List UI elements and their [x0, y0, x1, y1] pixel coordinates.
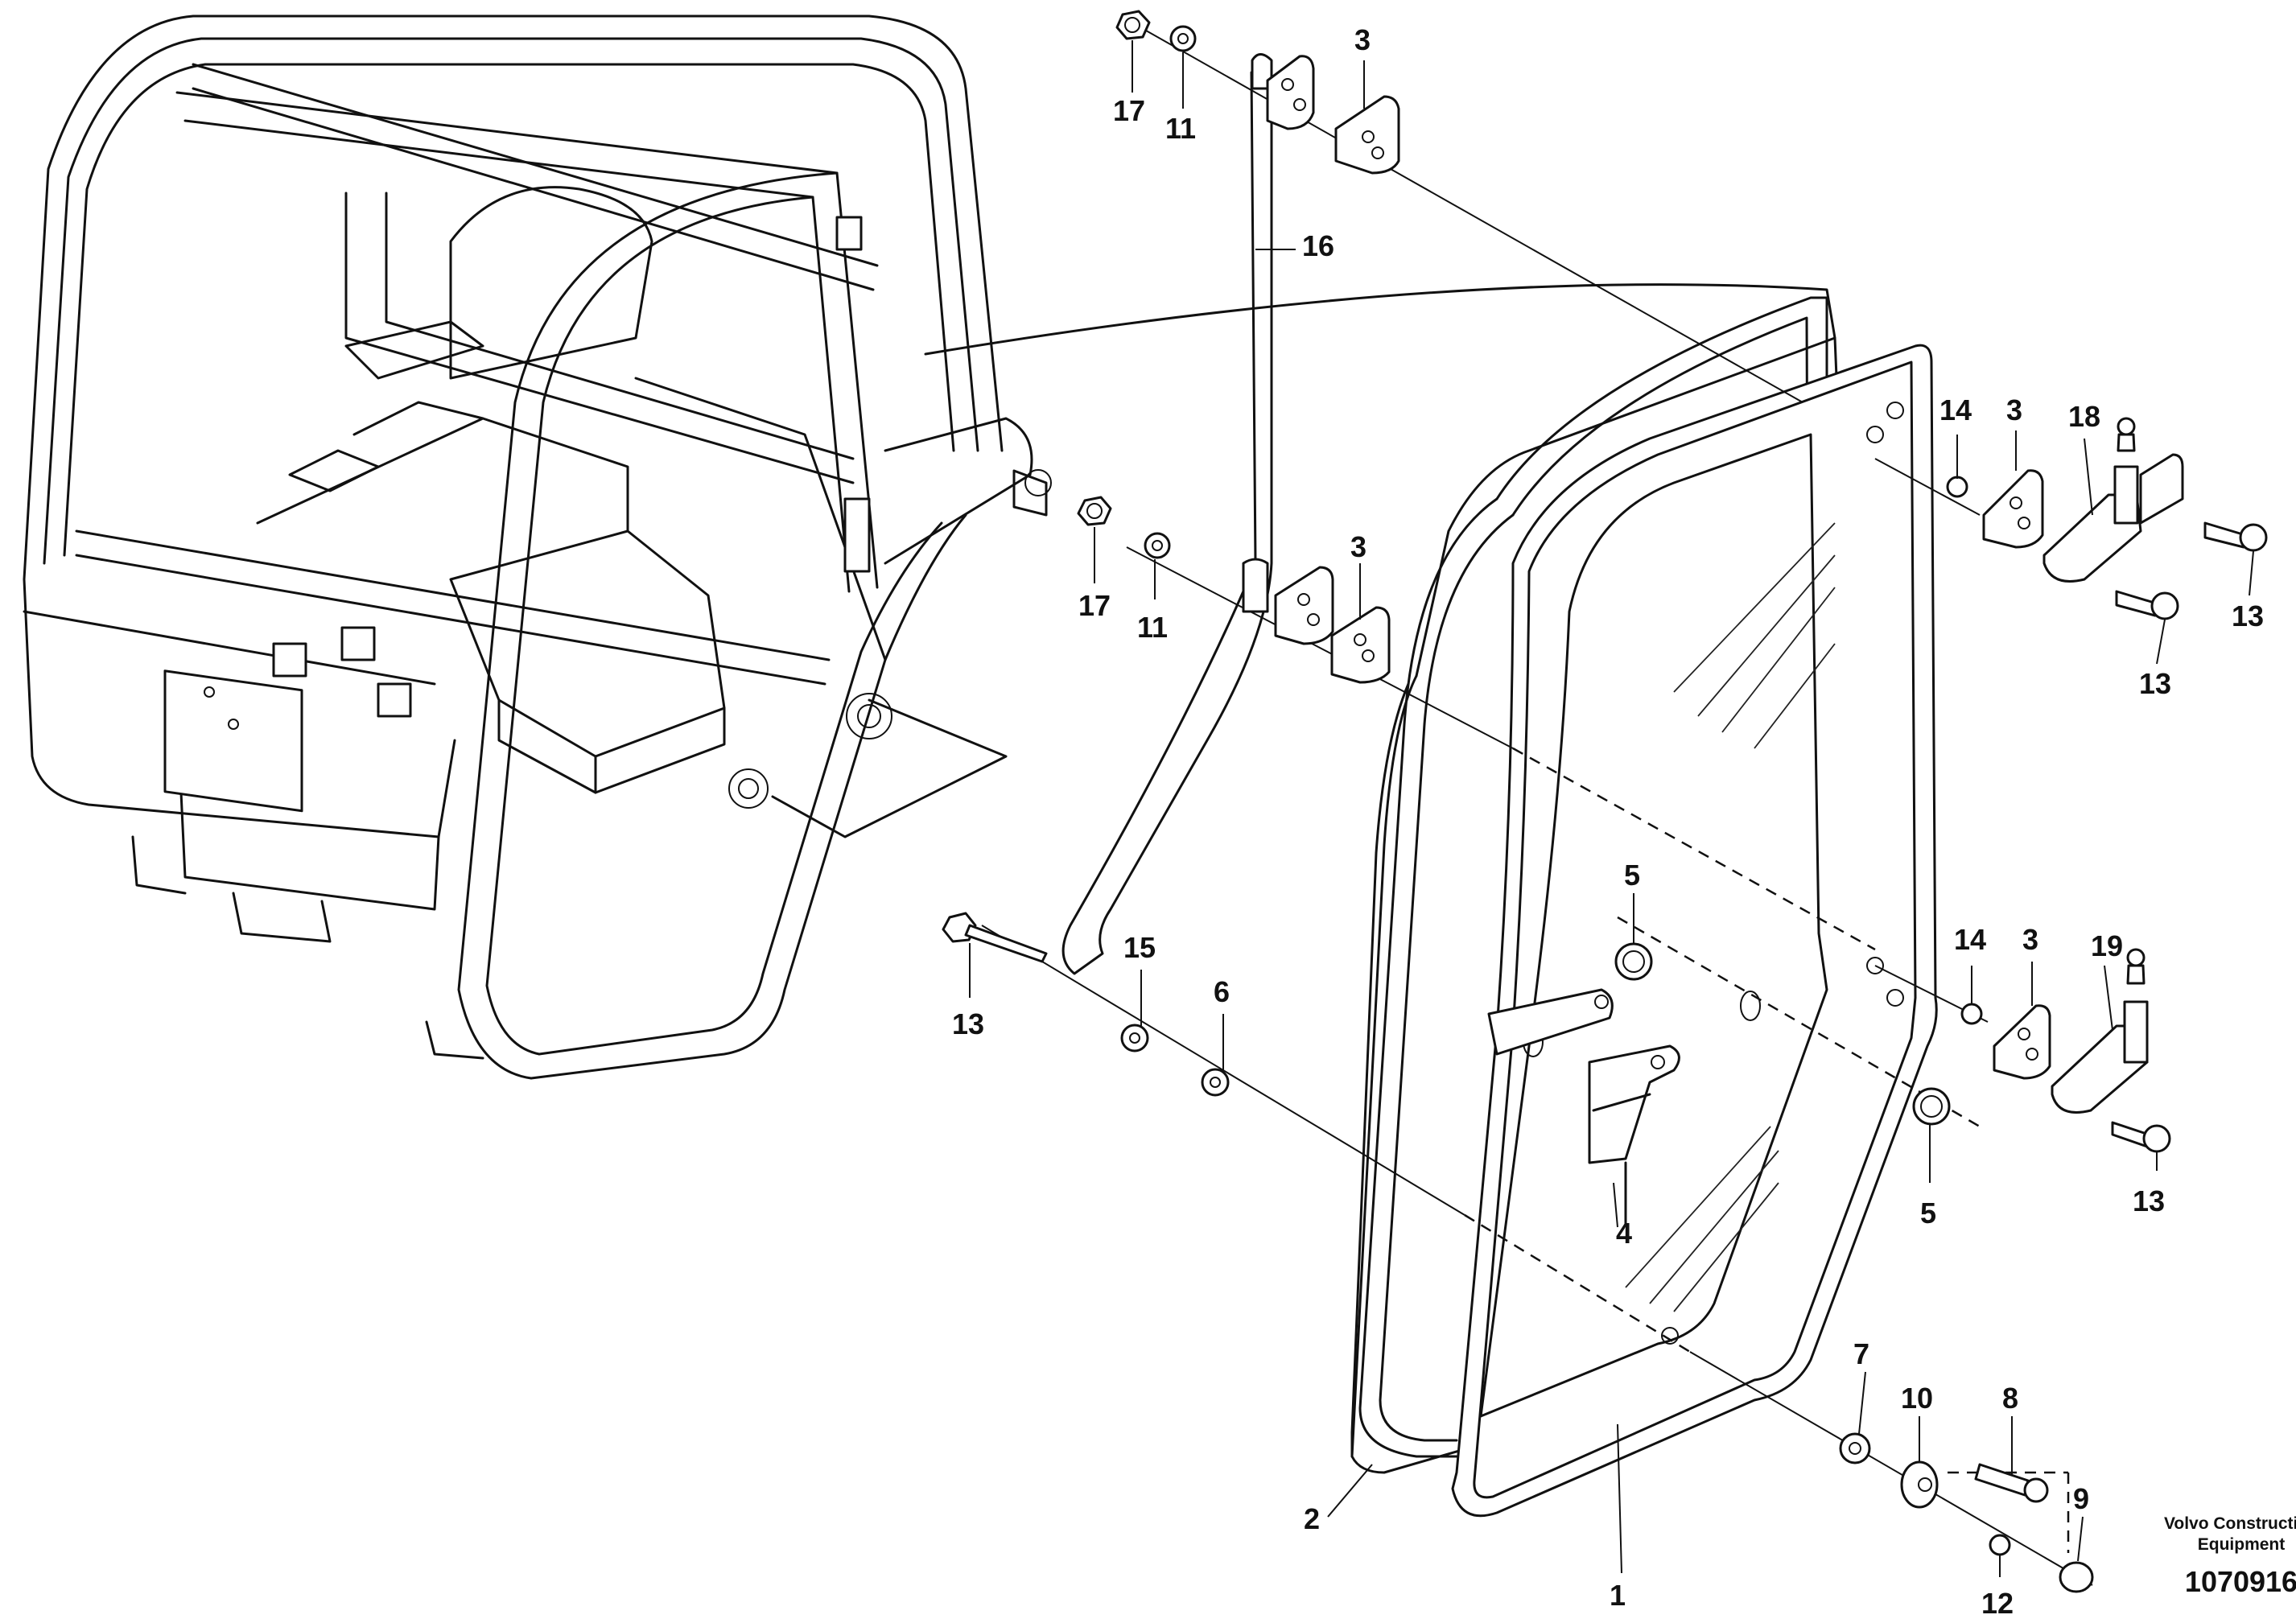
callout-13: 13 — [952, 1007, 984, 1040]
callout-3: 3 — [2022, 923, 2038, 956]
drawing-number: 1070916 — [2185, 1565, 2296, 1598]
callout-16: 16 — [1302, 229, 1334, 262]
callout-12: 12 — [1981, 1587, 2014, 1620]
hinge-middle-group — [1077, 496, 1391, 684]
callout-2: 2 — [1304, 1502, 1320, 1535]
callout-9: 9 — [2073, 1482, 2089, 1515]
callout-13: 13 — [2139, 667, 2171, 700]
latch-plate-part-4 — [1487, 988, 1680, 1225]
callout-3: 3 — [2006, 393, 2022, 426]
hinge-top-group — [1115, 10, 1400, 175]
callout-10: 10 — [1901, 1382, 1933, 1415]
callout-15: 15 — [1123, 931, 1156, 964]
callout-11: 11 — [1137, 611, 1168, 644]
washers-part-5 — [1614, 942, 1951, 1126]
callout-labels: 1 2 3 3 3 3 4 5 5 6 7 8 9 10 11 11 12 13… — [952, 23, 2264, 1620]
callout-5: 5 — [1920, 1197, 1936, 1230]
callout-3: 3 — [1350, 530, 1366, 563]
hardware-bottom-right — [1839, 1432, 2094, 1593]
door-glass-part-1 — [1451, 344, 1938, 1518]
callout-17: 17 — [1113, 94, 1145, 127]
callout-14: 14 — [1954, 923, 1986, 956]
callout-3: 3 — [1354, 23, 1371, 56]
callout-8: 8 — [2002, 1382, 2018, 1415]
callout-13: 13 — [2133, 1184, 2165, 1217]
title-block: Volvo Construction Equipment 1070916 — [2164, 1514, 2296, 1598]
callout-7: 7 — [1853, 1337, 1869, 1370]
seal-loop-left — [1358, 296, 1828, 1458]
callout-13: 13 — [2232, 599, 2264, 632]
cab-frame — [23, 14, 1052, 1080]
callout-4: 4 — [1616, 1217, 1632, 1250]
callout-11: 11 — [1165, 112, 1196, 145]
callout-19: 19 — [2091, 929, 2123, 962]
callout-14: 14 — [1939, 393, 1972, 426]
callout-1: 1 — [1610, 1579, 1626, 1612]
callout-6: 6 — [1214, 975, 1230, 1008]
brand-line-1: Volvo Construction — [2164, 1514, 2296, 1533]
hinge-upper-right-group — [1946, 417, 2268, 620]
hinge-lower-right-group — [1960, 948, 2171, 1153]
bolt-washer-lower-left — [942, 912, 1230, 1097]
callout-5: 5 — [1624, 859, 1640, 892]
callout-leaders — [969, 40, 2254, 1577]
brand-line-2: Equipment — [2198, 1535, 2286, 1554]
callout-18: 18 — [2068, 400, 2100, 433]
callout-17: 17 — [1078, 589, 1111, 622]
